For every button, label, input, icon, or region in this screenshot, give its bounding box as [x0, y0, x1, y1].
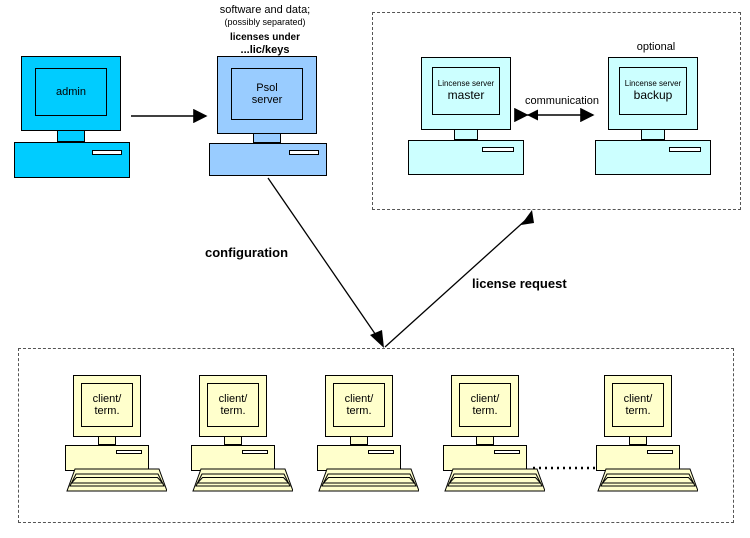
- license-server-group-box: [372, 12, 741, 210]
- psol-monitor-neck: [253, 134, 281, 143]
- client-5-drive-slot: [647, 450, 673, 454]
- client-terminal-5[interactable]: client/ term.: [588, 375, 698, 495]
- admin-monitor-neck: [57, 131, 85, 142]
- client-1-monitor-neck: [98, 437, 116, 445]
- admin-drive-slot: [92, 150, 122, 155]
- license-server-backup-computer[interactable]: Lincense server backup: [595, 57, 711, 177]
- client-4-drive-slot: [494, 450, 520, 454]
- client-1-screen-label-line2: term.: [94, 405, 120, 417]
- license-master-screen-label-line1: Lincense server: [437, 78, 495, 88]
- client-5-screen-label-line2: term.: [625, 405, 651, 417]
- license-request-edge-label: license request: [472, 276, 567, 291]
- client-5-keyboard-icon: [597, 468, 698, 492]
- psol-server-computer[interactable]: Psol server: [209, 56, 327, 178]
- client-3-screen: client/ term.: [333, 383, 385, 427]
- client-5-screen: client/ term.: [612, 383, 664, 427]
- license-backup-base-unit: [595, 140, 711, 175]
- caption-possibly-separated: (possibly separated): [224, 17, 306, 28]
- license-server-master-computer[interactable]: Lincense server master: [408, 57, 524, 177]
- client-4-screen-label-line1: client/: [470, 392, 500, 405]
- client-4-screen-label-line2: term.: [472, 405, 498, 417]
- caption-software-and-data: software and data;: [219, 4, 311, 16]
- license-master-monitor-neck: [454, 130, 478, 140]
- client-3-screen-label-line2: term.: [346, 405, 372, 417]
- license-backup-screen: Lincense server backup: [619, 67, 687, 115]
- psol-drive-slot: [289, 150, 319, 155]
- configuration-edge-label: configuration: [205, 245, 289, 260]
- optional-annotation-label: optional: [636, 41, 676, 53]
- client-5-screen-label-line1: client/: [623, 392, 653, 405]
- admin-computer[interactable]: admin: [14, 56, 130, 178]
- client-2-keyboard-icon: [192, 468, 293, 492]
- client-1-keyboard-icon: [66, 468, 167, 492]
- psol-screen-label-line1: Psol: [256, 81, 278, 94]
- client-1-screen: client/ term.: [81, 383, 133, 427]
- license-backup-monitor-neck: [641, 130, 665, 140]
- client-4-screen: client/ term.: [459, 383, 511, 427]
- client-group-box: [18, 348, 734, 523]
- license-master-drive-slot: [482, 147, 514, 152]
- client-terminal-2[interactable]: client/ term.: [183, 375, 293, 495]
- caption-licenses-under: licenses under: [229, 31, 301, 43]
- psol-screen-label-line2: server: [251, 94, 283, 106]
- client-2-drive-slot: [242, 450, 268, 454]
- communication-edge-label: communication: [525, 95, 599, 107]
- client-1-drive-slot: [116, 450, 142, 454]
- license-backup-screen-label-line2: backup: [633, 87, 673, 102]
- client-2-screen: client/ term.: [207, 383, 259, 427]
- client-2-screen-label-line2: term.: [220, 405, 246, 417]
- admin-screen-label: admin: [56, 85, 86, 98]
- client-1-screen-label-line1: client/: [92, 392, 122, 405]
- admin-base-unit: [14, 142, 130, 178]
- caption-lic-keys-path: ...lic/keys: [240, 43, 290, 56]
- license-backup-screen-label-line1: Lincense server: [624, 78, 682, 88]
- arrowhead-configuration: [370, 330, 384, 348]
- license-backup-drive-slot: [669, 147, 701, 152]
- client-2-monitor-neck: [224, 437, 242, 445]
- client-3-drive-slot: [368, 450, 394, 454]
- arrowhead-license-request: [521, 210, 534, 225]
- license-master-screen-label-line2: master: [447, 87, 485, 102]
- client-3-screen-label-line1: client/: [344, 392, 374, 405]
- client-terminal-4[interactable]: client/ term.: [435, 375, 545, 495]
- psol-base-unit: [209, 143, 327, 176]
- client-4-keyboard-icon: [444, 468, 545, 492]
- client-terminal-3[interactable]: client/ term.: [309, 375, 419, 495]
- client-5-base-unit: [596, 445, 680, 471]
- client-4-monitor-neck: [476, 437, 494, 445]
- license-master-screen: Lincense server master: [432, 67, 500, 115]
- client-5-monitor-neck: [629, 437, 647, 445]
- admin-screen: admin: [35, 68, 107, 116]
- psol-caption-block: software and data; (possibly separated) …: [190, 4, 340, 57]
- license-master-base-unit: [408, 140, 524, 175]
- client-terminal-1[interactable]: client/ term.: [57, 375, 167, 495]
- client-3-monitor-neck: [350, 437, 368, 445]
- psol-screen: Psol server: [231, 68, 303, 120]
- client-3-keyboard-icon: [318, 468, 419, 492]
- client-2-screen-label-line1: client/: [218, 392, 248, 405]
